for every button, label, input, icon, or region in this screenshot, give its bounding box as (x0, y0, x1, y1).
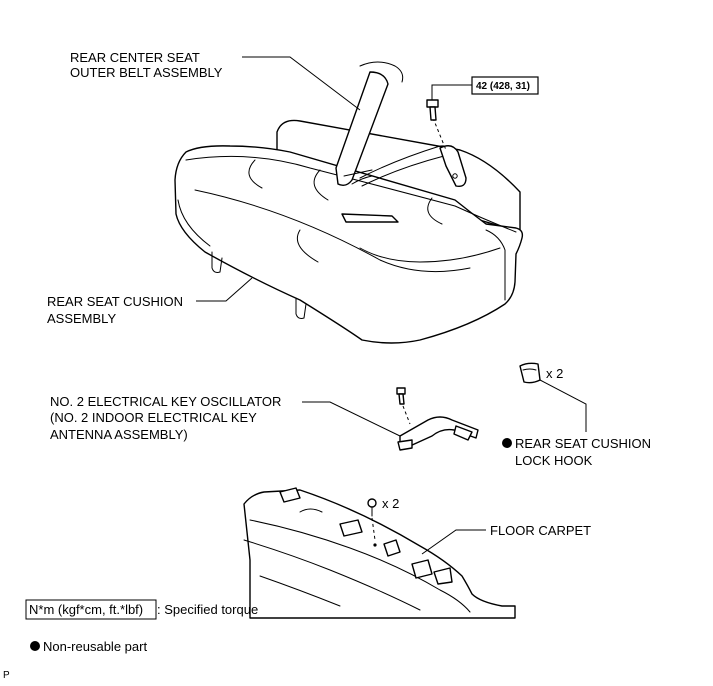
hook-label-line2: LOCK HOOK (515, 453, 593, 468)
floor-carpet-drawing (243, 487, 516, 619)
nonreusable-mark-icon (502, 438, 512, 448)
torque-value: 42 (428, 31) (476, 81, 530, 92)
belt-leader-line (242, 56, 361, 111)
lock-hook-drawing (519, 362, 541, 384)
oscillator-label-line2: (NO. 2 INDOOR ELECTRICAL KEY (50, 410, 257, 425)
oscillator-label-line3: ANTENNA ASSEMBLY) (50, 427, 188, 442)
hook-quantity: x 2 (546, 366, 563, 381)
cushion-leader-line (196, 277, 253, 302)
torque-leader-line (431, 84, 472, 100)
legend-torque-unit: N*m (kgf*cm, ft.*lbf) (29, 602, 143, 617)
legend-nonreusable-icon (30, 641, 40, 651)
hook-leader-line (539, 379, 587, 432)
rear-seat-cushion-drawing (174, 119, 524, 344)
carpet-leader-line (421, 529, 486, 555)
clip-quantity: x 2 (382, 496, 399, 511)
key-oscillator-drawing (396, 387, 479, 451)
floor-carpet-label: FLOOR CARPET (490, 523, 591, 538)
corner-code: P (3, 670, 10, 681)
oscillator-label-line1: NO. 2 ELECTRICAL KEY OSCILLATOR (50, 394, 281, 409)
rear-center-belt-drawing (335, 61, 467, 188)
belt-label-line1: REAR CENTER SEAT (70, 50, 200, 65)
cushion-label-line1: REAR SEAT CUSHION (47, 294, 183, 309)
belt-label-line2: OUTER BELT ASSEMBLY (70, 65, 223, 80)
hook-label-line1: REAR SEAT CUSHION (515, 436, 651, 451)
oscillator-leader-line (302, 401, 401, 437)
legend-torque-box (25, 599, 157, 620)
legend-torque-desc: : Specified torque (157, 602, 258, 617)
legend-nonreusable-desc: Non-reusable part (43, 639, 147, 654)
torque-box (471, 76, 539, 95)
cushion-label-line2: ASSEMBLY (47, 311, 116, 326)
